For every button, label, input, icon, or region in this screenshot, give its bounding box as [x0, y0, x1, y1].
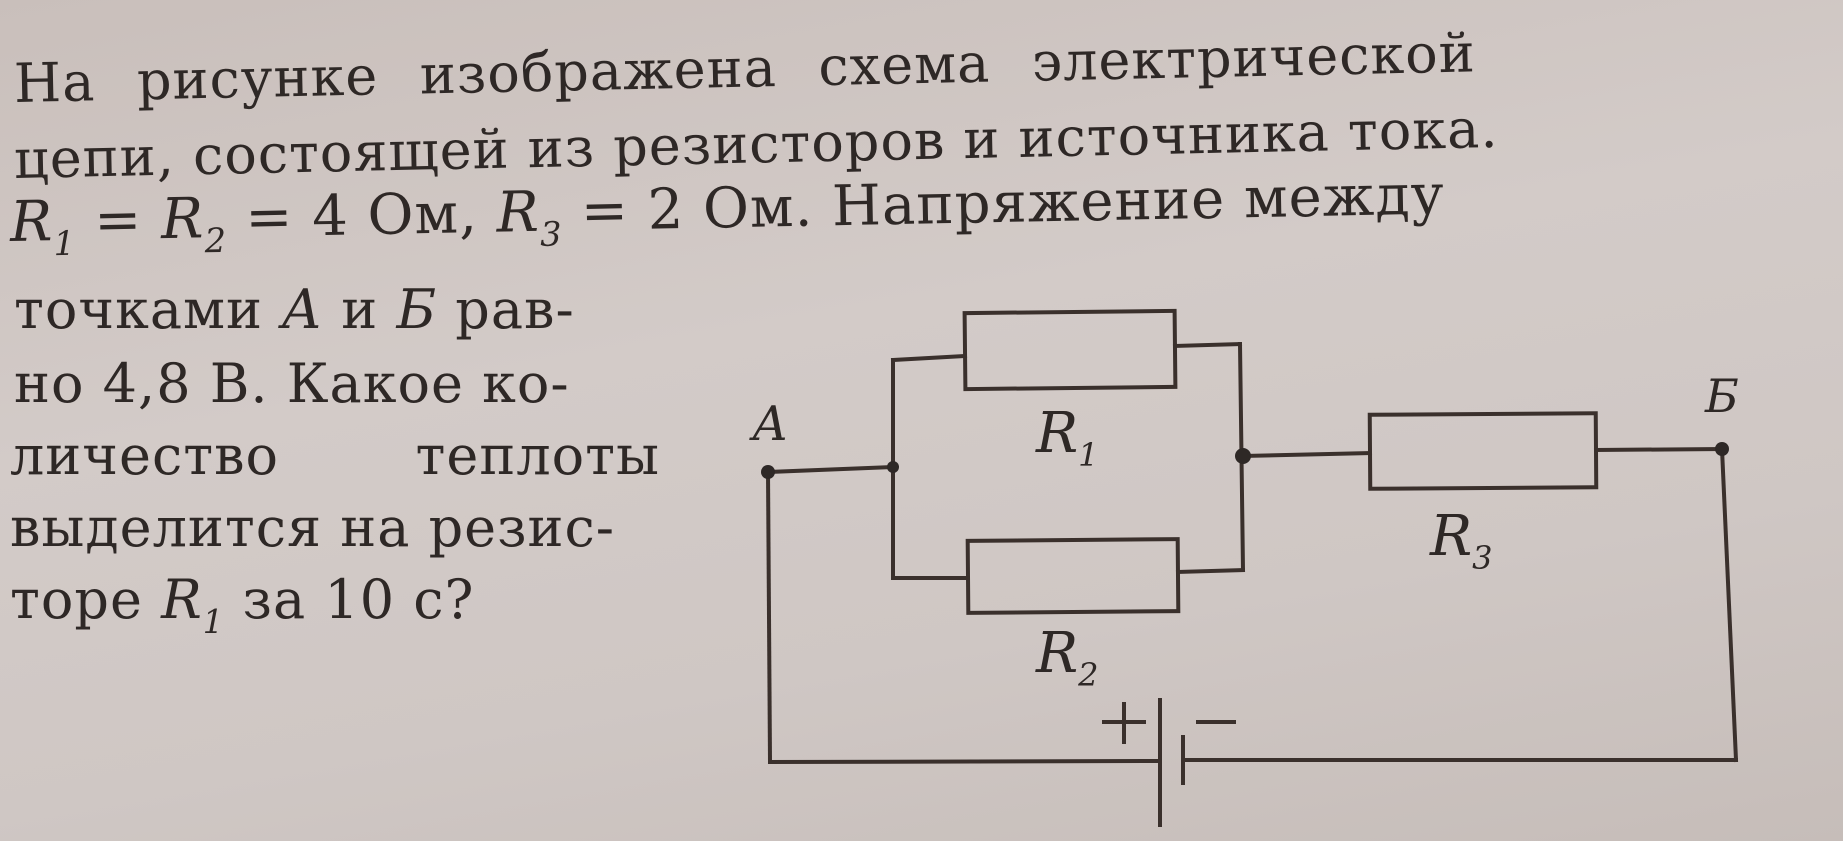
text-line-4: точками А и Б рав- — [14, 278, 575, 341]
text: за 10 с? — [224, 568, 475, 631]
text: точками — [14, 278, 282, 341]
text: и — [323, 278, 397, 341]
text-line-5: но 4,8 В. Какое ко- — [14, 352, 570, 415]
label-r1: R1 — [1035, 401, 1099, 474]
text: выделится на резис- — [10, 496, 616, 559]
label-r3-sub: 3 — [1472, 539, 1492, 577]
point-b-ref: Б — [396, 278, 438, 341]
text: но 4,8 В. Какое ко- — [14, 352, 570, 415]
label-point-a: А — [749, 396, 788, 452]
r1-subscript: 1 — [202, 602, 225, 641]
text-line-6: личество теплоты — [10, 424, 660, 487]
resistor-r2 — [965, 537, 1181, 615]
node-a — [761, 465, 775, 479]
wire — [765, 464, 896, 475]
word: личество — [10, 424, 279, 487]
wire — [890, 353, 968, 363]
word: теплоты — [415, 424, 660, 487]
node-left-junction — [887, 461, 899, 473]
text: торе — [10, 568, 162, 631]
text-line-7: выделится на резис- — [10, 496, 615, 559]
text-line-8: торе R1 за 10 с? — [10, 568, 475, 641]
label-r1-sub: 1 — [1078, 436, 1098, 474]
point-a-ref: А — [281, 278, 324, 341]
label-r1-letter: R — [1035, 401, 1078, 466]
label-r2: R2 — [1035, 621, 1099, 694]
wire — [1719, 446, 1739, 763]
wire — [1175, 567, 1246, 575]
node-b — [1715, 442, 1729, 456]
wire — [1593, 446, 1725, 453]
label-r3-letter: R — [1429, 504, 1472, 569]
wire — [1172, 341, 1243, 349]
label-r2-sub: 2 — [1077, 656, 1098, 694]
wire — [765, 469, 773, 765]
wire — [1240, 450, 1373, 459]
label-r2-letter: R — [1035, 621, 1078, 686]
label-point-b: Б — [1704, 369, 1739, 423]
resistor-r3 — [1367, 411, 1599, 491]
r1-symbol: R — [161, 568, 203, 631]
label-r3: R3 — [1429, 504, 1493, 577]
resistor-r1 — [962, 308, 1178, 392]
text: рав- — [437, 278, 575, 341]
wire — [767, 758, 1163, 765]
node-right-junction — [1235, 448, 1251, 464]
